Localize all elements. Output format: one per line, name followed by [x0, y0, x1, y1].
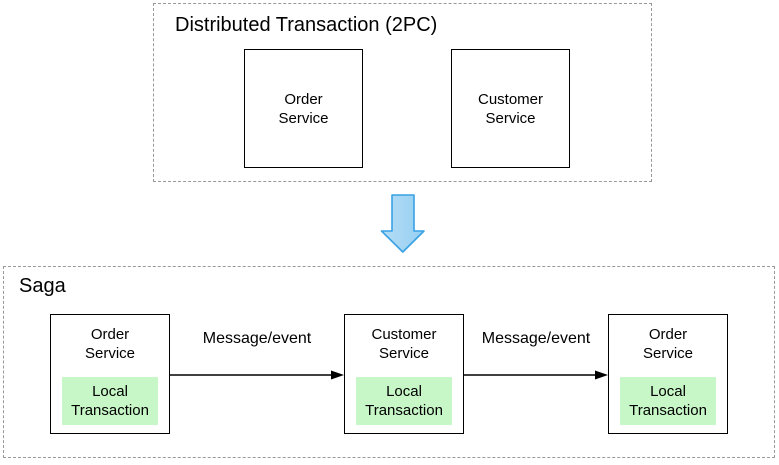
order-service-node: Order Service Local Transaction: [608, 314, 728, 434]
right-arrow-icon: [464, 370, 608, 380]
local-transaction-box: Local Transaction: [356, 377, 452, 425]
saga-section: Saga Order Service Local Transaction Cus…: [3, 266, 775, 458]
order-service-node: Order Service Local Transaction: [50, 314, 170, 434]
message-event-label: Message/event: [481, 330, 591, 347]
customer-service-node: Customer Service Local Transaction: [344, 314, 464, 434]
2pc-section: Distributed Transaction (2PC) Order Serv…: [153, 3, 652, 182]
node-label: Order Service: [84, 326, 136, 362]
right-arrow-icon: [170, 370, 344, 380]
node-label: Customer Service: [371, 326, 437, 362]
customer-service-node: Customer Service: [451, 49, 570, 168]
local-transaction-box: Local Transaction: [62, 377, 158, 425]
saga-section-title: Saga: [19, 275, 66, 297]
order-service-node: Order Service: [244, 49, 363, 168]
2pc-section-title: Distributed Transaction (2PC): [175, 14, 438, 36]
down-block-arrow-icon: [380, 194, 425, 253]
node-label: Order Service: [278, 90, 329, 127]
local-transaction-box: Local Transaction: [620, 377, 716, 425]
node-label: Order Service: [642, 326, 694, 362]
message-event-label: Message/event: [202, 330, 312, 347]
node-label: Customer Service: [477, 90, 544, 127]
